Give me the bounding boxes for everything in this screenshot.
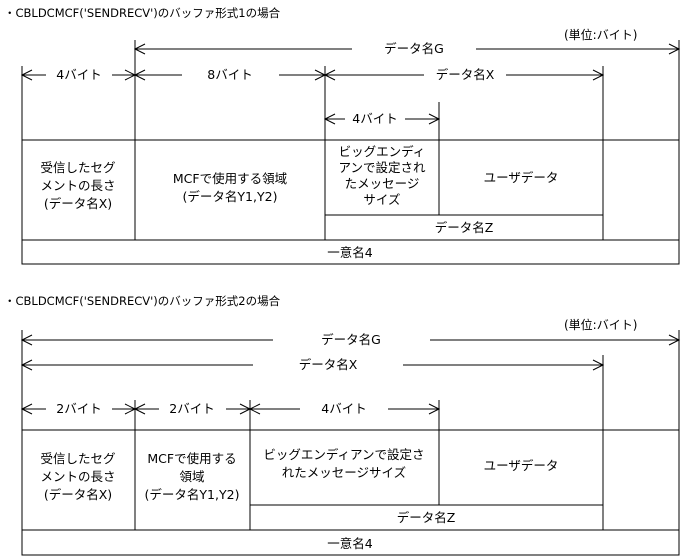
diagram1-segment-length-line3: (データ名X) — [44, 196, 112, 211]
diagram1-segment-length-line2: メントの長さ — [40, 178, 115, 193]
diagram1-segment-length-line1: 受信したセグ — [40, 160, 115, 175]
diagram1-msg-size-cell — [324, 139, 440, 216]
diagram2-mcf-area-line1: MCFで使用する — [147, 451, 236, 466]
diagram1-msg-size-line1: ビッグエンディ — [339, 144, 426, 159]
diagram1-guide-lines — [21, 40, 680, 140]
diagram2-dim-2byte-a-label: 2バイト — [56, 401, 101, 416]
diagram2-title: ・CBLDCMCF('SENDRECV')のバッファ形式2の場合 — [4, 294, 281, 308]
diagram2-user-data-cell — [438, 429, 604, 506]
diagram2-dim-2byte-b-label: 2バイト — [169, 401, 214, 416]
diagram2-segment-length-line1: 受信したセグ — [40, 451, 115, 466]
diagram1-dimension-8byte: 8バイト — [133, 67, 327, 82]
diagram2-dim-4byte-label: 4バイト — [321, 401, 366, 416]
diagram2-unique-name-label: 一意名4 — [327, 536, 373, 551]
diagram1-dim-inner-4byte-label: 4バイト — [352, 111, 397, 126]
diagram2-dimension-4byte: 4バイト — [248, 401, 441, 416]
diagram2-msg-size-line1: ビッグエンディアンで設定さ — [263, 447, 424, 462]
diagram2-segment-length-line3: (データ名X) — [44, 487, 112, 502]
diagram2-dim-x-label: データ名X — [299, 357, 358, 372]
diagram1-dim-x-label: データ名X — [436, 67, 495, 82]
diagram2-mcf-area-line3: (データ名Y1,Y2) — [145, 487, 240, 502]
diagram1-dimension-inner-4byte: 4バイト — [323, 111, 441, 126]
diagram2-msg-size-line2: れたメッセージサイズ — [282, 465, 406, 480]
diagram1-dim-g-label: データ名G — [384, 41, 444, 56]
diagram2-segment-length-line2: メントの長さ — [40, 469, 115, 484]
diagram2-segment-length-cell — [21, 429, 136, 531]
diagram1-user-data-label: ユーザデータ — [484, 170, 559, 185]
diagram2-dim-g-label: データ名G — [321, 332, 381, 347]
diagram2-dimension-g: データ名G — [20, 332, 681, 347]
diagram1-mcf-area-line1: MCFで使用する領域 — [173, 171, 287, 186]
diagram2-z-label: データ名Z — [397, 510, 456, 525]
diagram1-user-data-cell — [438, 139, 604, 216]
diagram1-mcf-area-line2: (データ名Y1,Y2) — [183, 189, 278, 204]
diagram2-dimension-x: データ名X — [20, 357, 605, 372]
diagram2-mcf-area-cell — [134, 429, 251, 531]
diagram2-dimension-2byte-b: 2バイト — [133, 401, 252, 416]
diagram1-z-row — [324, 214, 604, 241]
diagram1-title: ・CBLDCMCF('SENDRECV')のバッファ形式1の場合 — [4, 6, 281, 20]
diagram2-unit-label: (単位:バイト) — [564, 317, 637, 332]
diagram1-dimension-g: データ名G — [133, 41, 681, 56]
diagram2-msg-size-cell — [249, 429, 440, 506]
diagram1-unique-name-label: 一意名4 — [327, 245, 373, 260]
diagram2-mcf-area-line2: 領域 — [179, 469, 204, 484]
diagram1-dimension-4byte: 4バイト — [20, 67, 137, 82]
diagram1-z-label: データ名Z — [435, 220, 494, 235]
diagram1-msg-size-line4: サイズ — [363, 192, 400, 207]
diagram2-z-row — [249, 504, 604, 531]
diagram1-dim-4byte-label: 4バイト — [56, 67, 101, 82]
diagram1-msg-size-line3: たメッセージ — [345, 176, 420, 191]
diagram2-guide-lines — [21, 330, 680, 430]
diagram1-dimension-x: データ名X — [323, 67, 605, 82]
diagram2-dimension-2byte-a: 2バイト — [20, 401, 137, 416]
diagram1-msg-size-line2: アンで設定され — [338, 160, 426, 175]
diagram2-user-data-label: ユーザデータ — [484, 458, 559, 473]
diagram1-dim-8byte-label: 8バイト — [207, 67, 252, 82]
diagram1-unit-label: (単位:バイト) — [564, 27, 637, 42]
